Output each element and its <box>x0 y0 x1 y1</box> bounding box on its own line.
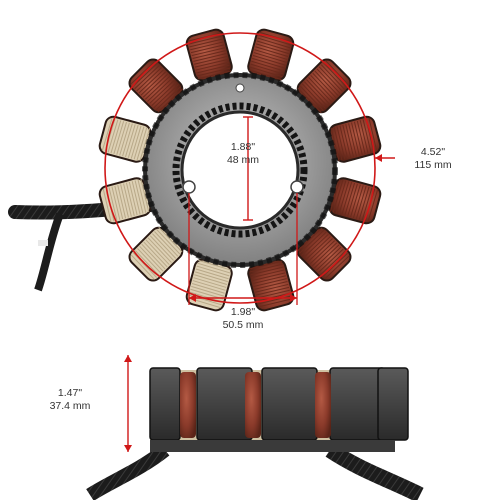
coil-winding <box>328 115 382 163</box>
harness-tag <box>38 240 48 246</box>
stator-core-tooth <box>261 367 318 441</box>
bolt-spacing-dimension <box>188 193 298 305</box>
stator-side-view <box>86 367 424 500</box>
bolt-spacing-mm: 50.5 mm <box>222 319 264 331</box>
outer-diameter-arrow <box>375 154 395 162</box>
coil-winding <box>296 58 352 114</box>
bolt-hole-right <box>290 180 304 194</box>
coil-winding <box>296 226 352 282</box>
side-coil-winding <box>180 372 196 438</box>
coil-winding <box>185 28 233 82</box>
coil-winding <box>128 226 184 282</box>
height-mm: 37.4 mm <box>49 400 91 412</box>
stator-core-tooth <box>196 367 253 441</box>
plate-chain-edge <box>142 72 338 268</box>
bolt-spacing-label: 1.98" 50.5 mm <box>203 306 283 332</box>
side-coil-winding <box>315 372 331 438</box>
inner-diameter-mm: 48 mm <box>226 154 260 166</box>
bolt-spacing-inch: 1.98" <box>230 306 256 318</box>
wire-harness-side <box>86 444 170 500</box>
height-dimension <box>124 355 132 452</box>
coil-winding <box>128 58 184 114</box>
inner-diameter-label: 1.88" 48 mm <box>203 141 283 167</box>
stator-core-tooth <box>149 367 181 441</box>
outer-diameter-label: 4.52" 115 mm <box>402 146 464 172</box>
inner-diameter-dimension <box>243 116 253 221</box>
side-coil-winding <box>245 372 261 438</box>
stator-core-tooth <box>377 367 409 441</box>
center-bore <box>180 110 300 230</box>
outer-diameter-inch: 4.52" <box>420 146 446 158</box>
top-hole <box>235 83 245 93</box>
stator-core-tooth <box>329 367 386 441</box>
bolt-hole-left <box>182 180 196 194</box>
inner-diameter-inch: 1.88" <box>230 141 256 153</box>
outer-diameter-mm: 115 mm <box>414 159 452 171</box>
wire-harness-side-right <box>325 443 424 500</box>
height-inch: 1.47" <box>57 387 83 399</box>
side-base <box>150 440 395 452</box>
height-label: 1.47" 37.4 mm <box>35 387 105 413</box>
stator-top-view <box>98 28 382 312</box>
inner-chain-ring <box>172 102 308 238</box>
outer-diameter-circle <box>104 32 376 304</box>
